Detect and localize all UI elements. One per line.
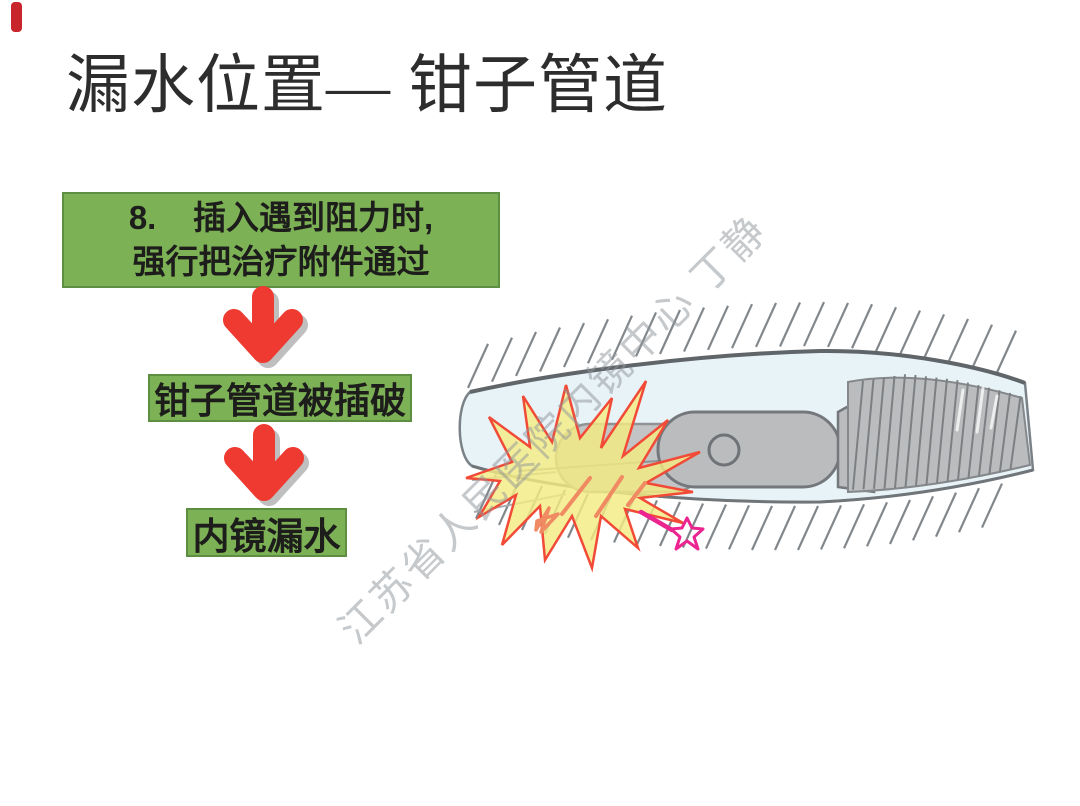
channel-wall-hatching-top xyxy=(466,301,1018,389)
flow-step-2-box: 钳子管道被插破 xyxy=(148,374,412,422)
flow-step-3-box: 内镜漏水 xyxy=(186,508,347,558)
endoscope-channel-illustration xyxy=(458,301,1035,573)
channel-tube-top-edge xyxy=(469,348,1026,394)
scope-ribbed-section xyxy=(847,376,1032,494)
orange-scratch-marks xyxy=(560,475,647,518)
rib-glints xyxy=(955,386,999,434)
flow-step-1-line-2: 强行把治疗附件通过 xyxy=(132,243,430,280)
page-title: 漏水位置— 钳子管道 xyxy=(66,50,668,121)
scope-port-hole xyxy=(707,433,741,467)
down-arrow-icon xyxy=(224,424,309,506)
magenta-star-icon xyxy=(669,516,705,551)
flow-step-2-label: 钳子管道被插破 xyxy=(153,381,406,421)
flow-step-1-box: 8. 插入遇到阻力时, 强行把治疗附件通过 xyxy=(62,192,500,288)
flow-step-1-line-1: 8. 插入遇到阻力时, xyxy=(128,199,434,237)
orange-star-scribble xyxy=(534,506,560,534)
down-arrow-icon xyxy=(223,286,308,368)
flow-step-3-label: 内镜漏水 xyxy=(192,516,341,558)
rib-segment-lines xyxy=(852,374,1022,490)
scope-body xyxy=(656,410,842,489)
red-corner-mark xyxy=(11,2,22,32)
magenta-line xyxy=(638,509,675,533)
